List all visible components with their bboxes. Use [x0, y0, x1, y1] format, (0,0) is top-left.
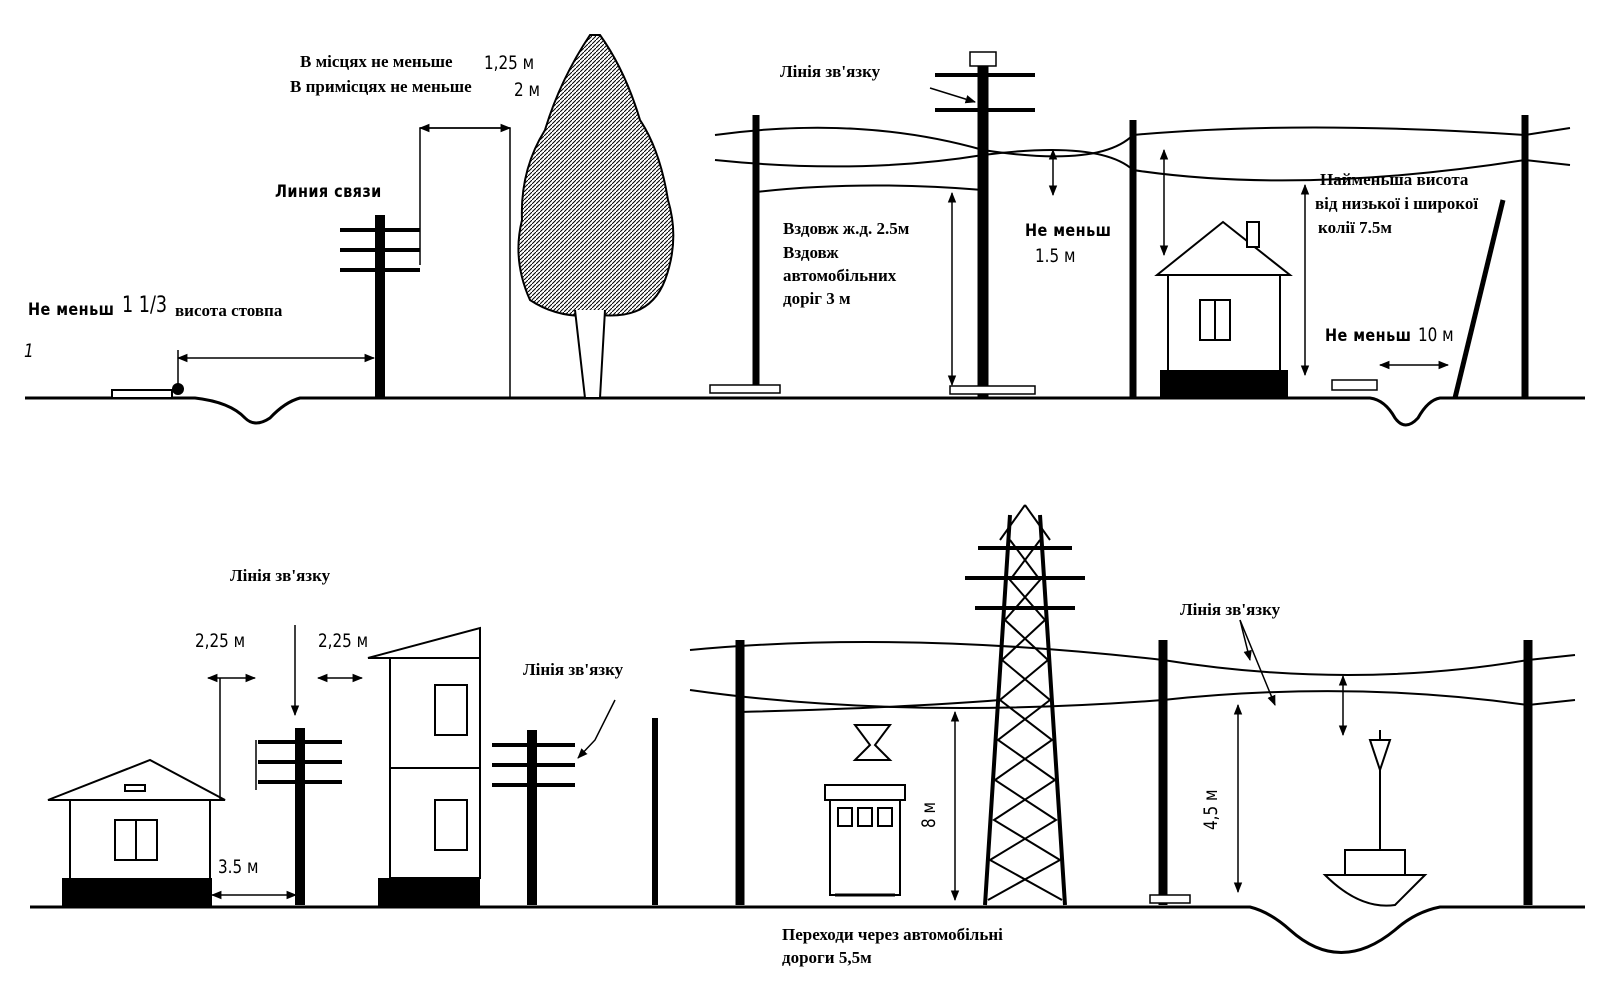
- bottom-wire-3: [739, 699, 1001, 713]
- boat: [1322, 730, 1428, 907]
- dist-225-left: 2,25 м: [195, 630, 246, 652]
- lowest-height-2: від низької і широкої: [1315, 194, 1479, 213]
- bottom-scene: [30, 504, 1585, 954]
- line-ru-label: Линия связи: [275, 182, 382, 202]
- comm-line-top-arrow: [929, 87, 977, 104]
- top-scene: [25, 34, 1585, 427]
- road-crossing-1: Переходи через автомобільні: [782, 925, 1003, 944]
- min-distance-fraction: 1 1/3: [122, 293, 168, 318]
- clearance-city-label: В місцях не меньше: [300, 52, 453, 71]
- comm-line-left-label: Лінія зв'язку: [230, 566, 331, 585]
- comm-line-right-arrow-1: [1239, 619, 1252, 662]
- comm-line-top-label: Лінія зв'язку: [780, 62, 881, 81]
- along-roads-3: доріг 3 м: [783, 289, 851, 308]
- height-8: 8 м: [918, 802, 940, 828]
- min-distance-label: Не меньш: [28, 300, 115, 320]
- left-rail-head: [172, 383, 184, 395]
- two-storey-building: [367, 626, 481, 906]
- dist-225-right: 2,25 м: [318, 630, 369, 652]
- rail-comm-pole: [935, 51, 1036, 398]
- top-wire-1: [714, 126, 1571, 158]
- comm-line-mid-label: Лінія зв'язку: [523, 660, 624, 679]
- min-15-value: 1.5 м: [1035, 245, 1076, 267]
- right-rail: [1331, 379, 1378, 391]
- birch-tree: [517, 34, 675, 399]
- clearance-suburb-label: В примісцях не меньше: [290, 77, 472, 96]
- along-roads-2: автомобільних: [783, 266, 897, 285]
- left-comm-pole: [340, 215, 420, 398]
- tree-clearance-bracket: [419, 127, 511, 398]
- clearance-city-value: 1,25 м: [484, 52, 535, 74]
- comm-line-right-arrow-2: [1239, 619, 1276, 706]
- bottom-ground: [30, 905, 1585, 954]
- bottom-left-pole: [255, 728, 342, 905]
- top-wire-3: [755, 184, 984, 193]
- tram: [824, 724, 906, 897]
- height-45: 4,5 м: [1200, 789, 1222, 830]
- comm-line-right-label: Лінія зв'язку: [1180, 600, 1281, 619]
- min-10-label: Не меньш: [1325, 326, 1412, 346]
- left-number: 1: [24, 340, 34, 362]
- comm-line-mid-arrow: [577, 699, 616, 759]
- min-15-label: Не меньш: [1025, 221, 1112, 241]
- pole-rail-left-base: [709, 384, 781, 394]
- bottom-left-house: [47, 758, 226, 906]
- bottom-wire-1: [689, 641, 1576, 676]
- top-house: [1154, 220, 1293, 398]
- road-crossing-2: дороги 5,5м: [782, 948, 872, 967]
- along-rail-label: Вздовж ж.д. 2.5м: [783, 219, 910, 238]
- pole-brace: [1452, 199, 1506, 399]
- lowest-height-1: Найменьша висота: [1320, 170, 1469, 189]
- bottom-mid-pole: [492, 730, 575, 905]
- pole-height-label: висота стовпа: [175, 301, 283, 320]
- min-10-value: 10 м: [1418, 324, 1454, 346]
- along-roads-1: Вздовж: [783, 243, 839, 262]
- transmission-pylon: [965, 504, 1085, 906]
- top-ground: [25, 396, 1585, 427]
- dist-35: 3.5 м: [218, 856, 259, 878]
- bottom-wire-2: [689, 689, 1576, 709]
- clearance-suburb-value: 2 м: [514, 79, 540, 101]
- left-rail: [111, 389, 173, 399]
- lowest-height-3: колії 7.5м: [1318, 218, 1392, 237]
- top-wire-2: [714, 149, 1571, 182]
